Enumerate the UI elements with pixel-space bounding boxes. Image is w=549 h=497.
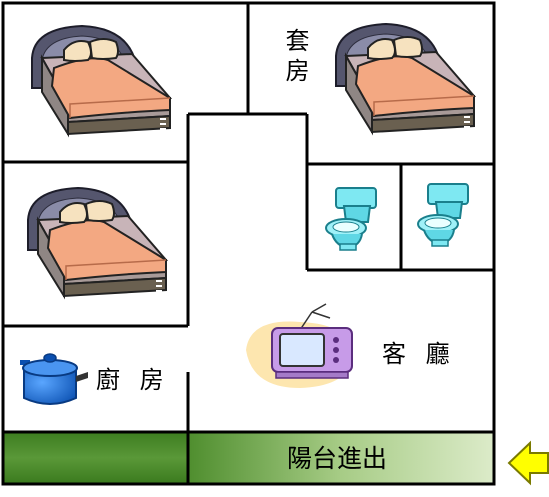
toilet-icon <box>325 187 377 251</box>
balcony-right <box>188 432 494 484</box>
room-label-kitchen: 廚 房 <box>96 366 170 394</box>
balcony-label: 陽台進出 <box>287 444 388 473</box>
television-icon <box>246 303 353 388</box>
cooking-pot-icon <box>20 353 88 405</box>
balcony-left <box>3 432 188 484</box>
toilet-icon <box>417 183 469 247</box>
walls <box>1 1 496 486</box>
bed-icon <box>31 25 171 135</box>
bed-icon <box>335 23 475 133</box>
arrow-left-icon <box>507 440 549 486</box>
room-label-suite: 套房 <box>281 28 309 88</box>
room-label-living-room: 客 廳 <box>382 340 456 368</box>
bed-icon <box>27 187 167 297</box>
